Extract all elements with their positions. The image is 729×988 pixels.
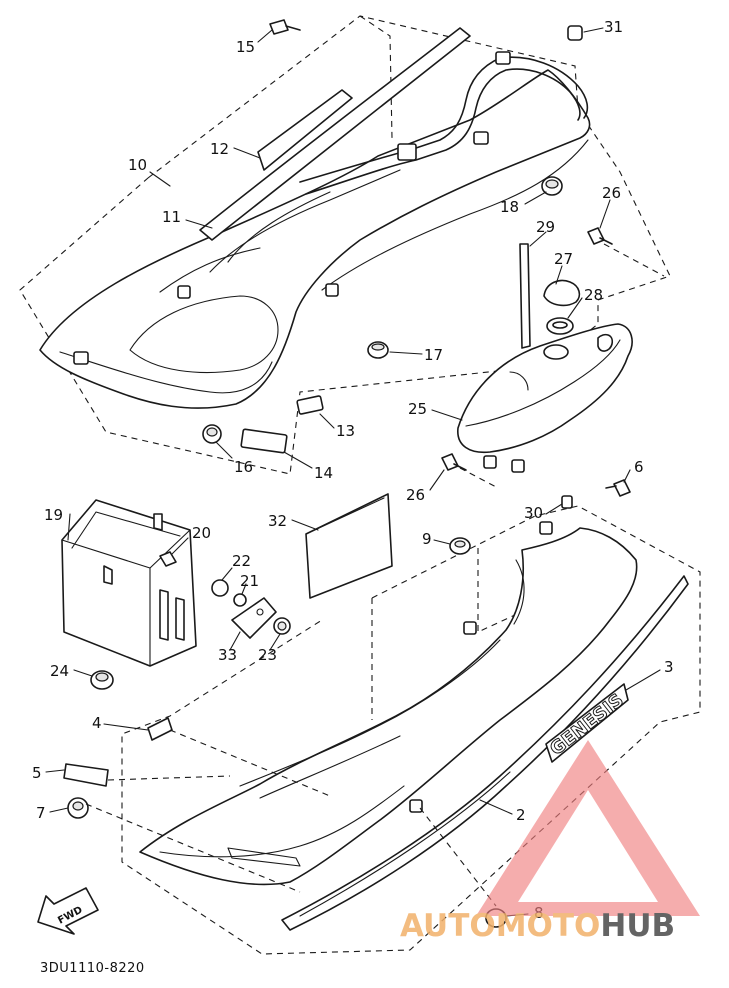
cap-27	[543, 279, 581, 307]
callout-9: 9	[422, 530, 432, 548]
grommet-9	[449, 537, 471, 555]
pad-13	[296, 395, 324, 415]
tool-case-25	[457, 323, 633, 473]
callout-31: 31	[604, 18, 623, 36]
callout-27: 27	[554, 250, 573, 268]
callout-2: 2	[516, 806, 526, 824]
grommet-24	[90, 670, 114, 690]
callout-30: 30	[524, 504, 543, 522]
callout-15: 15	[236, 38, 255, 56]
callout-24: 24	[50, 662, 69, 680]
callout-14: 14	[314, 464, 333, 482]
grommet-17	[367, 341, 389, 359]
callout-5: 5	[32, 764, 42, 782]
catalog-code: 3DU1110-8220	[40, 961, 145, 976]
dash-guides-lower	[85, 729, 497, 907]
callout-labels: 15 31 10 11 12 18 17 13 16 14 26 29 27 2…	[32, 18, 674, 922]
watermark-text-part1: AUTOMOTOHUB	[400, 908, 675, 944]
callout-18: 18	[500, 198, 519, 216]
callout-20: 20	[192, 524, 211, 542]
grommet-near-25	[543, 344, 569, 360]
callout-22: 22	[232, 552, 251, 570]
fwd-arrow-icon: FWD	[37, 887, 99, 935]
bolt-20	[159, 551, 177, 567]
callout-29: 29	[536, 218, 555, 236]
bolt-6	[605, 479, 631, 497]
callout-26-bottom: 26	[406, 486, 425, 504]
sheet-32	[305, 493, 393, 599]
seat-assembly	[39, 27, 591, 409]
callout-19: 19	[44, 506, 63, 524]
bolt-26-top	[587, 227, 613, 245]
nut-31	[567, 25, 583, 41]
grommet-18	[541, 176, 563, 196]
grommet-16	[202, 424, 222, 444]
callout-25: 25	[408, 400, 427, 418]
callout-33: 33	[218, 646, 237, 664]
callout-12: 12	[210, 140, 229, 158]
dash-guides-26	[459, 243, 665, 489]
grommet-7	[67, 797, 89, 819]
battery-box-19	[61, 499, 197, 667]
callout-6: 6	[634, 458, 644, 476]
nut-23	[273, 617, 291, 635]
callout-3: 3	[664, 658, 674, 676]
upper-group-outline	[19, 15, 671, 475]
watermark-logo: AUTOMOTOHUB	[400, 740, 700, 944]
callout-32: 32	[268, 512, 287, 530]
callout-21: 21	[240, 572, 259, 590]
callout-4: 4	[92, 714, 102, 732]
callout-17: 17	[424, 346, 443, 364]
callout-11: 11	[162, 208, 181, 226]
pad-14	[240, 428, 288, 454]
clip-4	[147, 717, 173, 741]
collar-21	[233, 593, 247, 607]
ring-28	[546, 317, 574, 335]
pad-5	[63, 763, 109, 787]
bolt-26-bottom	[441, 453, 467, 471]
bracket-33	[231, 597, 277, 639]
clip-30	[561, 495, 573, 509]
callout-28: 28	[584, 286, 603, 304]
rod-29	[519, 243, 531, 349]
washer-22	[211, 579, 229, 597]
leader-lines	[45, 27, 661, 917]
callout-26-top: 26	[602, 184, 621, 202]
callout-23: 23	[258, 646, 277, 664]
bolt-15	[269, 19, 301, 35]
callout-16: 16	[234, 458, 253, 476]
callout-10: 10	[128, 156, 147, 174]
callout-7: 7	[36, 804, 46, 822]
callout-13: 13	[336, 422, 355, 440]
